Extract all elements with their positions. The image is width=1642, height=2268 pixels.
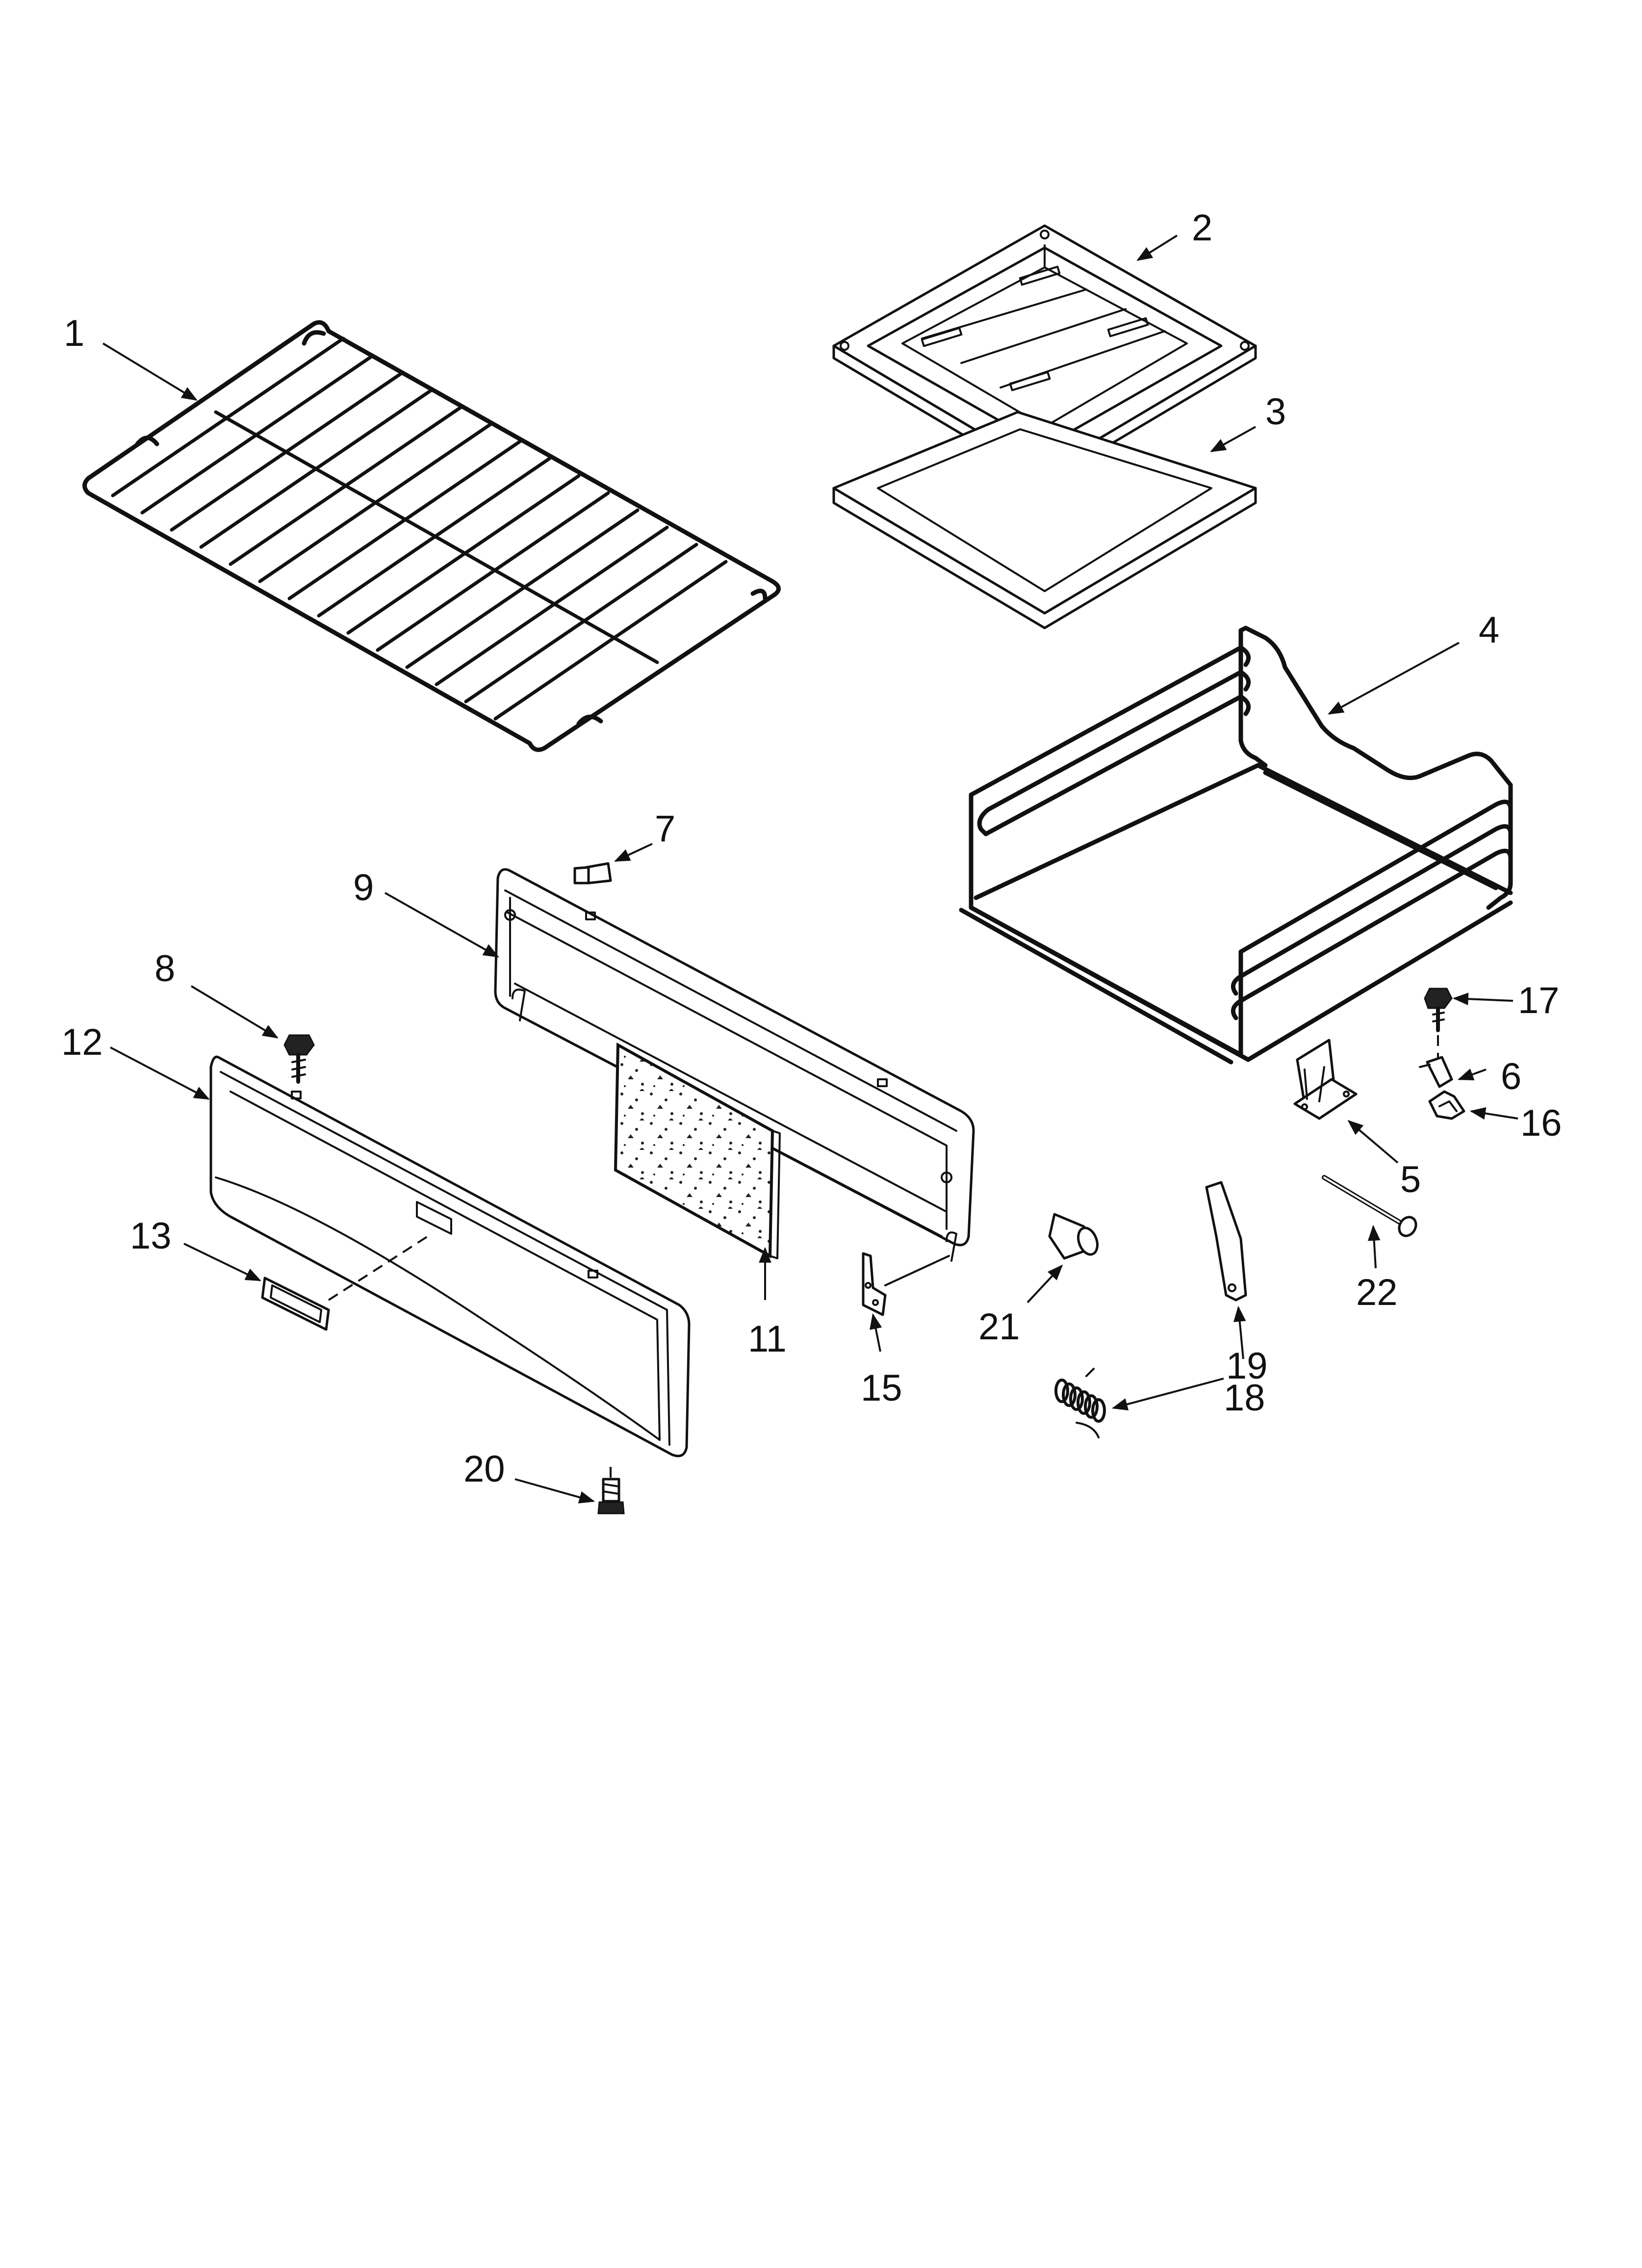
callout-2: 2: [1192, 207, 1212, 249]
callout-20: 20: [463, 1448, 505, 1490]
callout-labels: 1 2 3 4 5 6 7 8 9 11 12 13 15 16 17 18 1…: [61, 207, 1562, 1490]
callout-5: 5: [1400, 1159, 1421, 1200]
broiler-pan-insert: [832, 224, 1257, 485]
leader-lines: [102, 235, 1518, 1504]
callout-1: 1: [64, 313, 84, 354]
callout-9: 9: [353, 867, 374, 909]
drawer-front-screw: [283, 1034, 315, 1084]
slide-bracket: [862, 1252, 950, 1316]
broiler-pan: [832, 411, 1257, 629]
drawer-front: [209, 1055, 691, 1458]
slide-spring: [1054, 1368, 1106, 1438]
spring-clip: [1419, 1056, 1453, 1088]
drawer-clip: [1293, 1039, 1358, 1120]
slide-pin: [1322, 1175, 1417, 1237]
callout-21: 21: [978, 1306, 1020, 1348]
drawer-roller: [1048, 1213, 1099, 1260]
callout-12: 12: [61, 1021, 103, 1063]
callout-18: 18: [1224, 1377, 1265, 1419]
callout-19: 19: [1226, 1345, 1268, 1387]
drawer-panel: [494, 868, 975, 1262]
panel-screw: [573, 862, 612, 885]
callout-16: 16: [1520, 1102, 1562, 1144]
retainer-clip: [1428, 1090, 1465, 1120]
callout-11: 11: [748, 1318, 787, 1360]
callout-6: 6: [1501, 1056, 1521, 1097]
callout-4: 4: [1479, 609, 1499, 651]
callout-13: 13: [130, 1215, 172, 1257]
callout-3: 3: [1265, 391, 1286, 433]
callout-7: 7: [655, 808, 675, 850]
storage-drawer: [959, 626, 1513, 1065]
clip-screw: [1424, 988, 1453, 1060]
callout-15: 15: [861, 1367, 902, 1409]
bottom-screw: [597, 1467, 625, 1514]
handle-insert: [261, 1233, 433, 1331]
callout-17: 17: [1518, 980, 1560, 1021]
callout-8: 8: [154, 948, 175, 990]
callout-22: 22: [1356, 1272, 1398, 1313]
slide-arm: [1205, 1181, 1247, 1302]
oven-rack: [82, 320, 781, 752]
